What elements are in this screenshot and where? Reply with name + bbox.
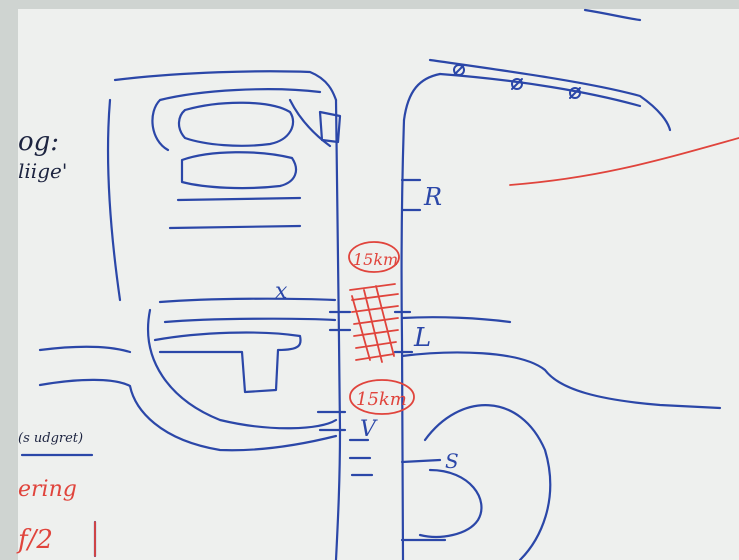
label-v: V: [360, 417, 378, 442]
left-note: (s udgret): [18, 431, 83, 446]
label-l: L: [413, 323, 431, 353]
speed-label-top: 15km: [353, 250, 398, 269]
label-s: S: [445, 449, 459, 473]
board-frame-top: [0, 0, 739, 9]
label-x: x: [275, 279, 288, 304]
top-left-text-a: og:: [18, 127, 59, 157]
label-r: R: [423, 183, 442, 211]
board-frame-left: [0, 0, 18, 560]
board-shading: [18, 9, 739, 560]
left-red-fraction: f/2: [16, 525, 53, 555]
speed-label-bottom: 15km: [356, 389, 407, 410]
left-red-word: ering: [18, 477, 77, 502]
top-left-text-b: liige': [18, 159, 67, 183]
